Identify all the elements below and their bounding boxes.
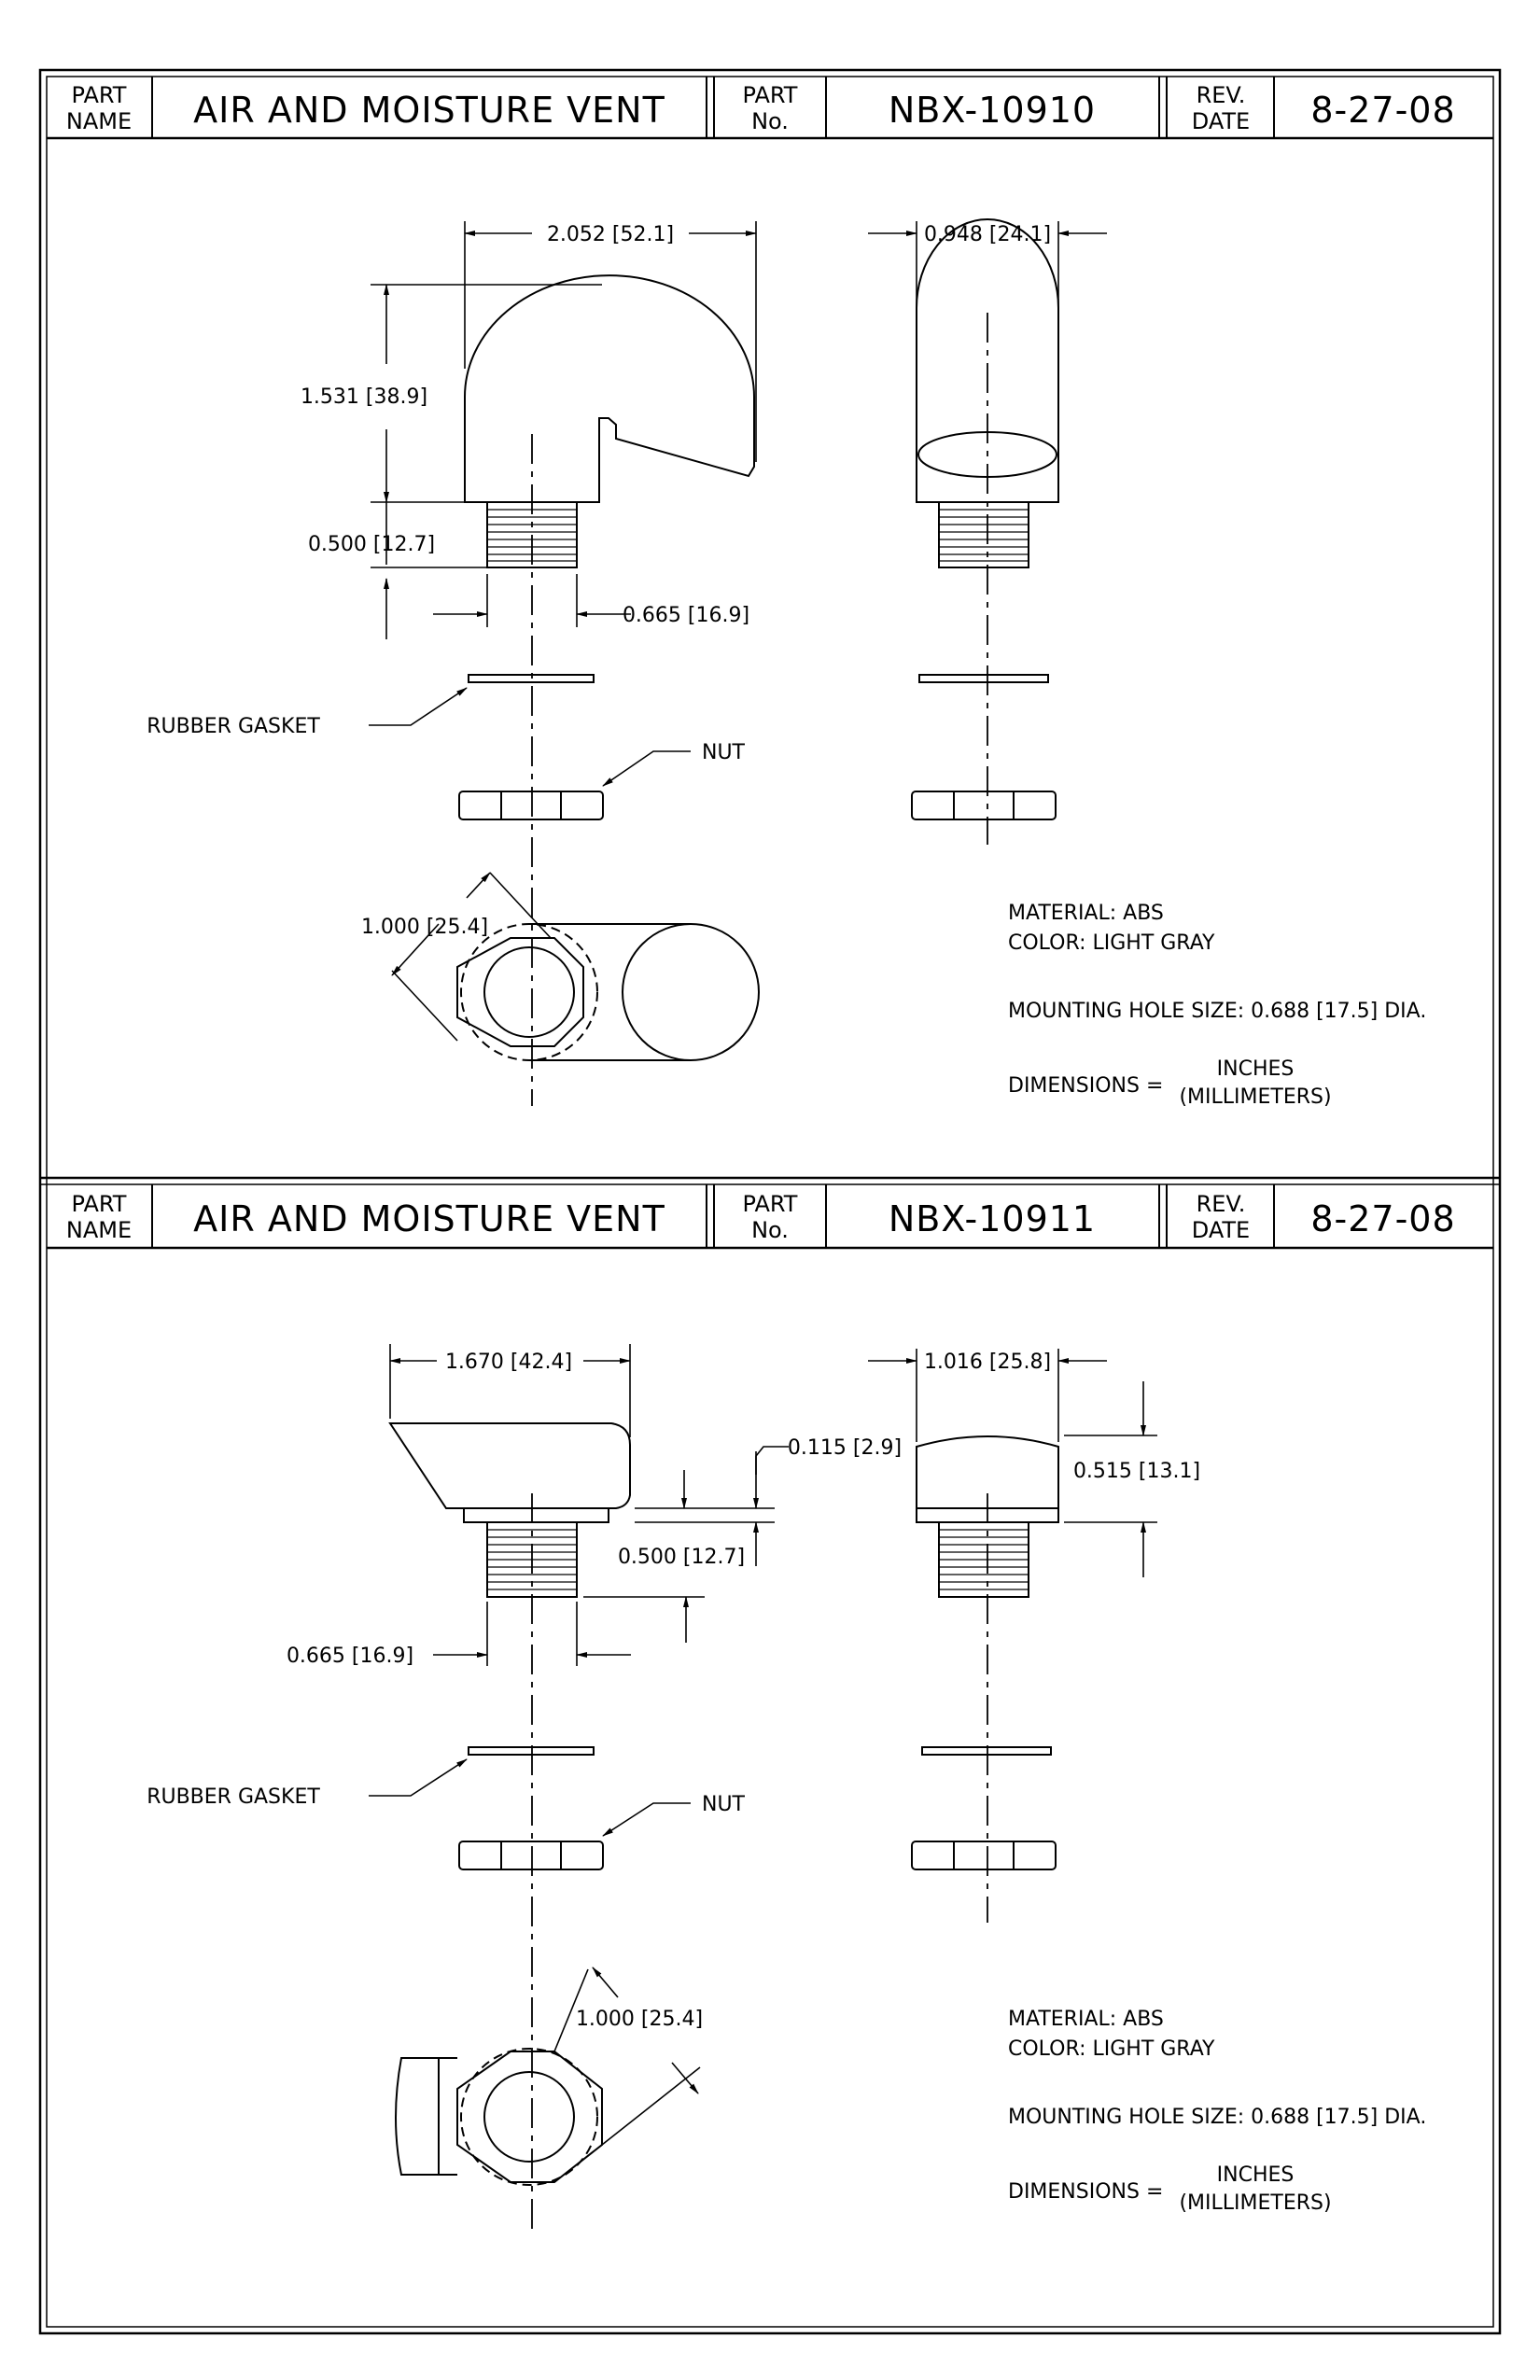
- part-name-label: PART: [72, 1191, 127, 1217]
- part-no-label: No.: [751, 1217, 789, 1243]
- drawing-nbx-10910: PART NAME AIR AND MOISTURE VENT PART No.…: [47, 77, 1493, 1109]
- note-mounting-hole: MOUNTING HOLE SIZE: 0.688 [17.5] DIA.: [1008, 2106, 1426, 2129]
- dimension-lines: [369, 221, 1107, 1042]
- side-cap-outline: [916, 1435, 1059, 1509]
- part-no-label: PART: [743, 82, 798, 108]
- dim-width: 1.670 [42.4]: [445, 1351, 572, 1374]
- dim-flange: 0.115 [2.9]: [788, 1436, 902, 1460]
- part-number: NBX-10911: [889, 1198, 1096, 1239]
- vent-cap-outline: [388, 1422, 631, 1509]
- dim-height: 1.531 [38.9]: [301, 385, 427, 409]
- vent-body-outline: [464, 274, 755, 503]
- top-view: [395, 2048, 603, 2186]
- side-rubber-gasket: [921, 1746, 1052, 1756]
- dim-depth: 0.948 [24.1]: [924, 223, 1051, 246]
- centerlines: [531, 313, 988, 1106]
- side-view: [911, 218, 1059, 820]
- thread-hidden-circle: [460, 923, 598, 1061]
- dim-thread-length: 0.500 [12.7]: [308, 533, 435, 556]
- note-dimensions: DIMENSIONS =: [1008, 1074, 1163, 1098]
- side-nut: [911, 791, 1057, 820]
- note-units-inches: INCHES: [1217, 2163, 1295, 2187]
- title-block: [47, 1184, 1493, 1250]
- note-units-mm: (MILLIMETERS): [1179, 2191, 1331, 2215]
- dim-nut-across: 1.000 [25.4]: [576, 2008, 703, 2031]
- front-view: [388, 1422, 631, 1870]
- rubber-gasket: [468, 674, 595, 683]
- note-units-inches: INCHES: [1217, 1057, 1295, 1081]
- side-threaded-stem: [938, 501, 1029, 568]
- nut-label: NUT: [702, 741, 746, 764]
- rubber-gasket: [468, 1746, 595, 1756]
- hex-nut-top: [456, 2051, 603, 2183]
- part-name: AIR AND MOISTURE VENT: [193, 1198, 665, 1239]
- note-color: COLOR: LIGHT GRAY: [1008, 931, 1215, 955]
- side-view: [911, 1435, 1059, 1870]
- drawing-nbx-10911: PART NAME AIR AND MOISTURE VENT PART No.…: [47, 1184, 1493, 2231]
- hex-nut-top: [456, 937, 584, 1047]
- note-material: MATERIAL: ABS: [1008, 902, 1164, 925]
- part-name-label: NAME: [66, 108, 132, 134]
- dim-thread-length: 0.500 [12.7]: [618, 1546, 745, 1569]
- top-view: [456, 923, 760, 1061]
- part-name: AIR AND MOISTURE VENT: [193, 90, 665, 131]
- dimension-lines: [369, 1344, 1157, 2146]
- sheet-inner-border: [46, 76, 1494, 2328]
- part-no-label: PART: [743, 1191, 798, 1217]
- gasket-label: RUBBER GASKET: [147, 1785, 320, 1809]
- rev-date-label: REV.: [1197, 82, 1246, 108]
- dim-thread-diameter: 0.665 [16.9]: [623, 604, 749, 627]
- gasket-label: RUBBER GASKET: [147, 715, 320, 738]
- note-mounting-hole: MOUNTING HOLE SIZE: 0.688 [17.5] DIA.: [1008, 1000, 1426, 1023]
- vent-flange: [463, 1507, 609, 1523]
- rev-date: 8-27-08: [1310, 1198, 1455, 1239]
- part-name-label: PART: [72, 82, 127, 108]
- dim-nut-across: 1.000 [25.4]: [361, 916, 488, 939]
- nut-label: NUT: [702, 1793, 746, 1816]
- thread-hidden-circle: [460, 2048, 598, 2186]
- side-body-outline: [916, 218, 1059, 503]
- note-material: MATERIAL: ABS: [1008, 2008, 1164, 2031]
- title-block: [47, 77, 1493, 140]
- dim-width: 2.052 [52.1]: [547, 223, 674, 246]
- part-number: NBX-10910: [889, 90, 1096, 131]
- cap-top-outline: [395, 2057, 457, 2176]
- centerlines: [531, 1493, 988, 2231]
- dim-height: 0.515 [13.1]: [1073, 1460, 1200, 1483]
- note-units-mm: (MILLIMETERS): [1179, 1085, 1331, 1109]
- nut: [458, 1841, 604, 1870]
- rev-date: 8-27-08: [1310, 90, 1455, 131]
- rev-date-label: REV.: [1197, 1191, 1246, 1217]
- rev-date-label: DATE: [1192, 108, 1250, 134]
- side-rubber-gasket: [918, 674, 1049, 683]
- note-dimensions: DIMENSIONS =: [1008, 2180, 1163, 2204]
- part-no-label: No.: [751, 108, 789, 134]
- part-name-label: NAME: [66, 1217, 132, 1243]
- note-color: COLOR: LIGHT GRAY: [1008, 2037, 1215, 2061]
- nut: [458, 791, 604, 820]
- side-nut: [911, 1841, 1057, 1870]
- stem-bore-circle: [483, 2071, 575, 2163]
- front-view: [458, 274, 755, 820]
- dim-thread-diameter: 0.665 [16.9]: [287, 1645, 413, 1668]
- rev-date-label: DATE: [1192, 1217, 1250, 1243]
- stem-bore-circle: [483, 946, 575, 1038]
- sheet-border: [38, 68, 1502, 2335]
- dim-depth: 1.016 [25.8]: [924, 1351, 1051, 1374]
- hook-top-circle: [622, 923, 760, 1061]
